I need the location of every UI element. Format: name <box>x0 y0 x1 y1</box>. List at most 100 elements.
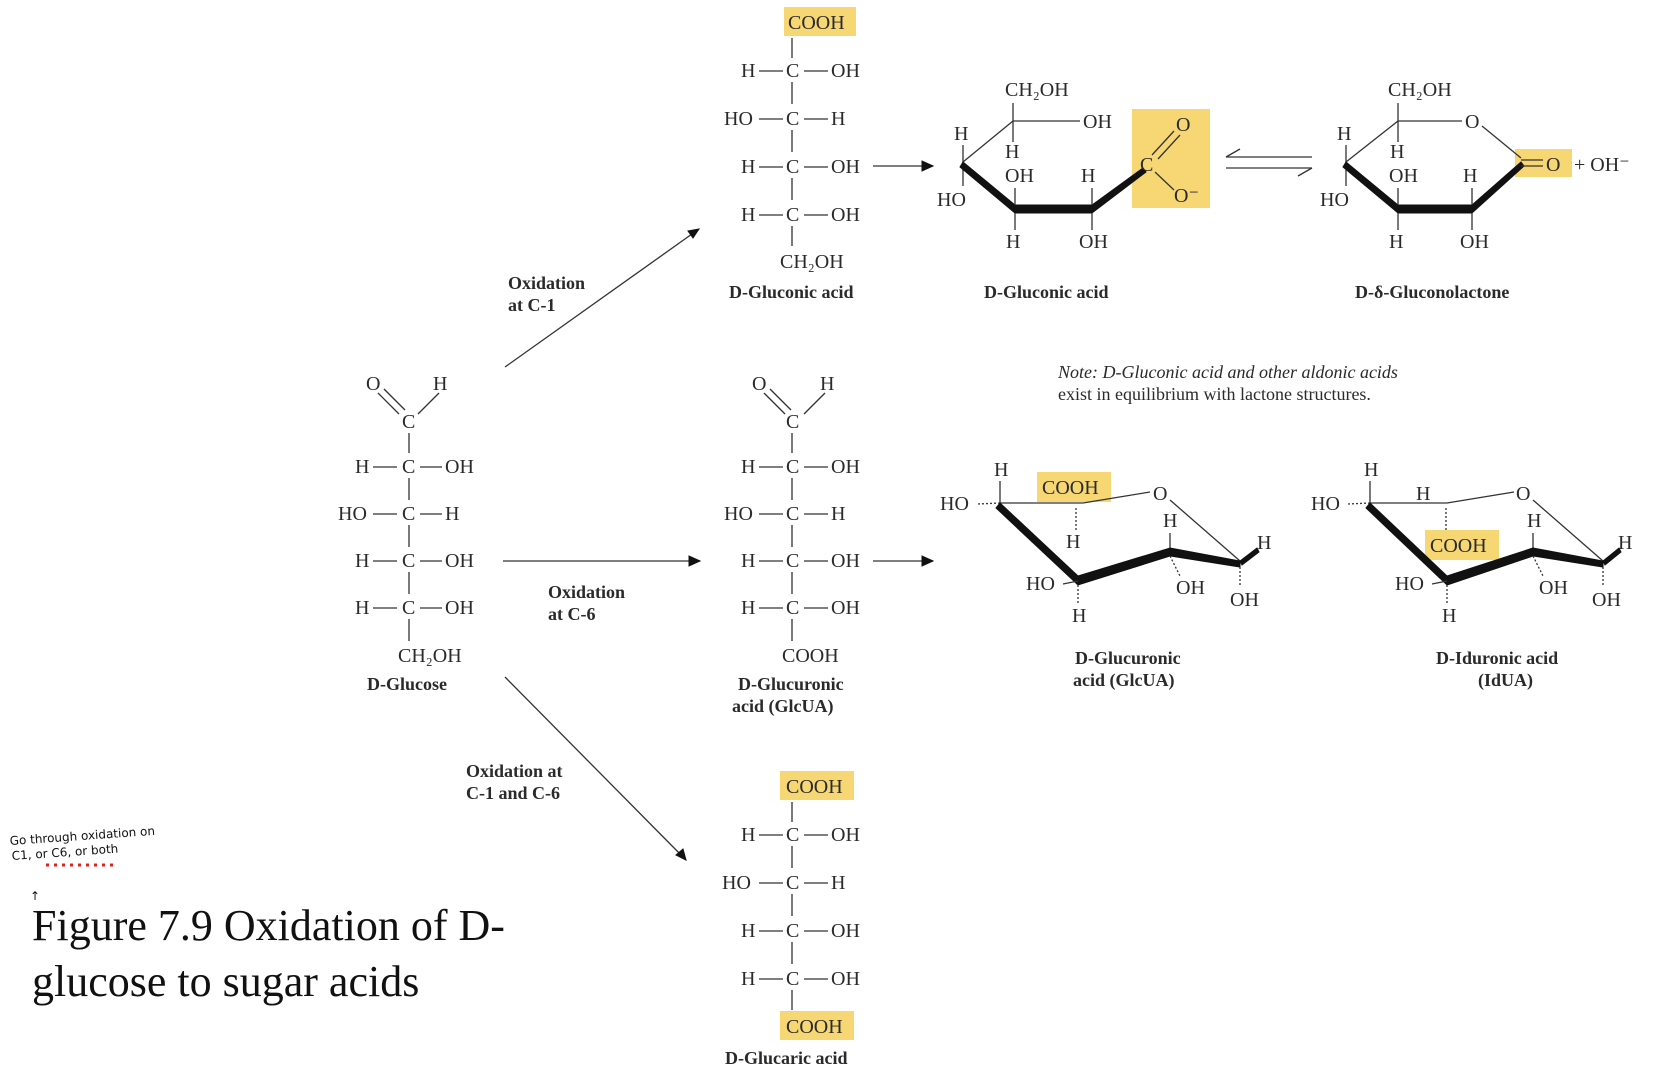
label-c6-line1: Oxidation <box>548 582 625 602</box>
svg-text:C: C <box>402 550 415 572</box>
cooh-highlight <box>784 7 856 36</box>
gluconic-chair-label: D-Gluconic acid <box>984 282 1109 302</box>
gluconolactone-label: D-δ-Gluconolactone <box>1355 282 1509 302</box>
svg-text:C: C <box>786 156 799 178</box>
glucuronic-ring-label-1: D-Glucuronic <box>1075 648 1181 668</box>
glucose-row2-right: H <box>445 503 459 525</box>
gu-h-c5: H <box>1066 531 1080 553</box>
gc-oh-mid: OH <box>1005 165 1034 187</box>
gu-ho-left: HO <box>940 493 969 515</box>
gluconic-chair: CH₂OH OH H H HO OH H H OH C O O⁻ D-Gluco… <box>937 79 1210 302</box>
glucuronic-fischer-label-1: D-Glucuronic <box>738 674 844 694</box>
gu-oh-c1: OH <box>1230 589 1259 611</box>
gluconic-row2-left: HO <box>724 108 753 130</box>
glucose-aldehyde-hydrogen: H <box>433 373 447 395</box>
gu-oh-c2: OH <box>1176 577 1205 599</box>
gl-h-bottom: H <box>1389 231 1403 253</box>
gluconic-fischer: COOH H C OH HO C H H C OH H C OH CH₂OH D… <box>724 7 860 302</box>
svg-text:C: C <box>786 824 799 846</box>
iduronic-ring-label-2: (IdUA) <box>1478 670 1533 691</box>
glucuronic-row2-right: H <box>831 503 845 525</box>
glucose-aldehyde-oxygen: O <box>366 373 380 395</box>
glucaric-bottom: COOH <box>786 1016 843 1038</box>
hydroxide-product: + OH⁻ <box>1574 154 1630 176</box>
svg-text:C: C <box>786 968 799 990</box>
glucuronic-row1-left: H <box>741 456 755 478</box>
iu-ho-left: HO <box>1311 493 1340 515</box>
gluconic-fischer-label: D-Gluconic acid <box>729 282 854 302</box>
iu-ho-c3: HO <box>1395 573 1424 595</box>
glucaric-bottom-cooh-highlight <box>780 1011 854 1040</box>
equilibrium-arrows <box>1225 148 1313 177</box>
glucuronic-row2-left: HO <box>724 503 753 525</box>
gluconolactone: CH₂OH O H H HO OH H H OH O + OH⁻ D-δ-Glu… <box>1320 79 1630 302</box>
gc-carboxyl-c: C <box>1140 154 1153 176</box>
gu-h-top: H <box>994 459 1008 481</box>
glucaric-fischer: COOH H C OH HO C H H C OH H C OH COOH D-… <box>722 771 860 1068</box>
glucose-row2-left: HO <box>338 503 367 525</box>
gc-h-bottom: H <box>1006 231 1020 253</box>
svg-text:C: C <box>402 456 415 478</box>
svg-text:C: C <box>402 503 415 525</box>
glucuronic-ring-label-2: acid (GlcUA) <box>1073 670 1174 691</box>
glucuronic-c1: C <box>786 411 799 433</box>
gluconic-row4-right: OH <box>831 204 860 226</box>
iu-h-c3: H <box>1442 605 1456 627</box>
glucaric-row2-right: H <box>831 872 845 894</box>
carboxylate-highlight <box>1132 109 1210 208</box>
iu-h-top: H <box>1364 459 1378 481</box>
label-c1-line2: at C-1 <box>508 295 556 315</box>
gluconic-row1-right: OH <box>831 60 860 82</box>
arrow-oxidation-c1 <box>504 228 700 368</box>
gluconic-row1-left: H <box>741 60 755 82</box>
iduronic-ring: H HO H O COOH H H HO H OH OH D-Iduronic … <box>1311 459 1632 691</box>
glucose-c1: C <box>402 411 415 433</box>
iu-h-c1: H <box>1618 532 1632 554</box>
gc-h2: H <box>1005 141 1019 163</box>
gc-ho-left: HO <box>937 189 966 211</box>
glucaric-row1-left: H <box>741 824 755 846</box>
gl-oh-mid: OH <box>1389 165 1418 187</box>
glucuronic-aldehyde-h: H <box>820 373 834 395</box>
iduronic-cooh-highlight <box>1425 530 1499 560</box>
glucaric-row1-right: OH <box>831 824 860 846</box>
svg-text:C: C <box>402 597 415 619</box>
glucaric-top-cooh-highlight <box>780 771 854 800</box>
gc-h1: H <box>954 123 968 145</box>
gu-h-c2: H <box>1163 510 1177 532</box>
glucose-row3-right: OH <box>445 550 474 572</box>
reaction-labels: Oxidation at C-1 Oxidation at C-6 Oxidat… <box>466 273 625 803</box>
caption-line1: Figure 7.9 Oxidation of D- <box>32 901 505 950</box>
glucuronic-row1-right: OH <box>831 456 860 478</box>
glucose-row4-left: H <box>355 597 369 619</box>
glucaric-row2-left: HO <box>722 872 751 894</box>
glucuronic-row3-left: H <box>741 550 755 572</box>
glucuronic-ring: H HO COOH O H H H HO H OH OH D-Glucuroni… <box>940 459 1271 691</box>
figure-caption: Figure 7.9 Oxidation of D- glucose to su… <box>32 901 505 1006</box>
svg-text:C: C <box>786 872 799 894</box>
gc-h-mid: H <box>1081 165 1095 187</box>
note-line2: exist in equilibrium with lactone struct… <box>1058 384 1371 404</box>
glucose-row3-left: H <box>355 550 369 572</box>
glucaric-row3-left: H <box>741 920 755 942</box>
glucose-fischer: O H C H C OH HO C H H C OH H C OH CH₂OH … <box>338 373 474 694</box>
gc-carbonyl-o: O <box>1176 114 1190 136</box>
iu-oh-c2: OH <box>1539 577 1568 599</box>
gl-oh-bottom: OH <box>1460 231 1489 253</box>
gu-cooh: COOH <box>1042 477 1099 499</box>
gluconic-row2-right: H <box>831 108 845 130</box>
glucuronic-c6: COOH <box>782 645 839 667</box>
gluconic-bottom: CH₂OH <box>780 251 844 273</box>
glucuronic-row4-right: OH <box>831 597 860 619</box>
glucaric-row4-right: OH <box>831 968 860 990</box>
svg-text:C: C <box>786 108 799 130</box>
label-both-line2: C-1 and C-6 <box>466 783 560 803</box>
gl-ho-left: HO <box>1320 189 1349 211</box>
glucuronic-aldehyde-o: O <box>752 373 766 395</box>
glucose-row1-left: H <box>355 456 369 478</box>
note-line1: Note: D-Gluconic acid and other aldonic … <box>1057 362 1398 382</box>
note-text: Note: D-Gluconic acid and other aldonic … <box>1057 362 1398 404</box>
glucuronic-row3-right: OH <box>831 550 860 572</box>
glucuronic-row4-left: H <box>741 597 755 619</box>
